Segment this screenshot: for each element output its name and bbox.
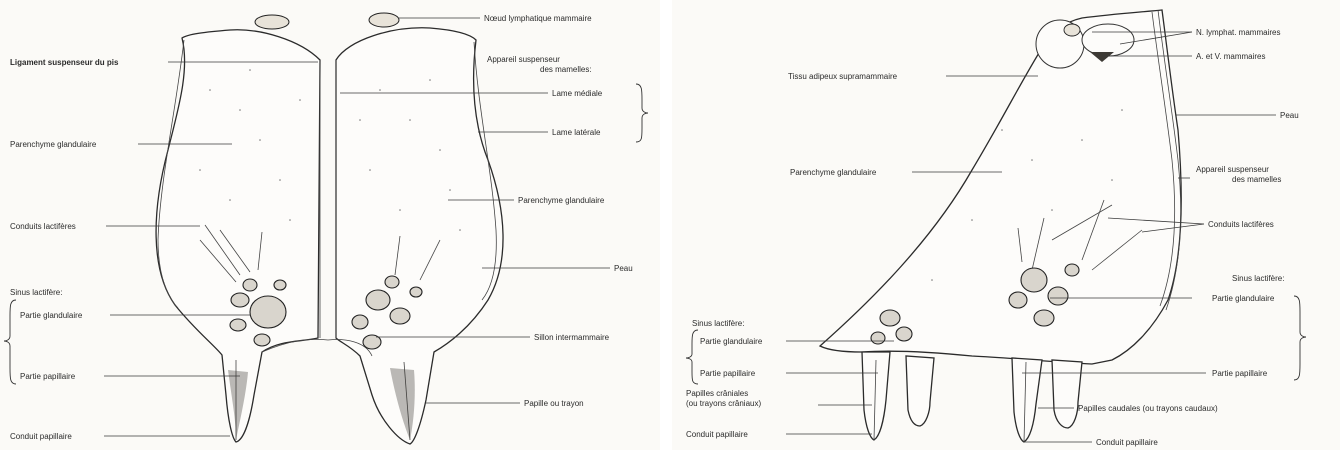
label-papilles-caudales: Papilles caudales (ou trayons caudaux) bbox=[1078, 404, 1218, 413]
label-partie-glandulaire-left: Partie glandulaire bbox=[700, 337, 763, 346]
label-peau: Peau bbox=[614, 264, 633, 273]
label-papilles-craniales-2: (ou trayons crâniaux) bbox=[686, 399, 761, 408]
lymph-node-small bbox=[1064, 24, 1080, 36]
label-parenchyme-lateral: Parenchyme glandulaire bbox=[790, 168, 877, 177]
label-appareil-lateral: Appareil suspenseur bbox=[1196, 165, 1269, 174]
label-partie-papillaire-left: Partie papillaire bbox=[700, 369, 756, 378]
label-tissu-adipeux: Tissu adipeux supramammaire bbox=[788, 72, 898, 81]
label-conduit-papillaire-right: Conduit papillaire bbox=[1096, 438, 1158, 447]
panel-divider bbox=[660, 0, 672, 450]
label-conduits-lateral: Conduits lactifères bbox=[1208, 220, 1274, 229]
label-lame-laterale: Lame latérale bbox=[552, 128, 601, 137]
label-ligament-suspenseur: Ligament suspenseur du pis bbox=[10, 58, 119, 67]
label-conduits-lactiferes: Conduits lactifères bbox=[10, 222, 76, 231]
right-udder-half bbox=[336, 28, 503, 444]
transverse-section-drawing: Nœud lymphatique mammaire Ligament suspe… bbox=[0, 0, 660, 450]
label-parenchyme-right: Parenchyme glandulaire bbox=[518, 196, 605, 205]
label-partie-papillaire: Partie papillaire bbox=[20, 372, 76, 381]
label-conduit-papillaire: Conduit papillaire bbox=[10, 432, 72, 441]
label-lame-mediale: Lame médiale bbox=[552, 89, 603, 98]
label-appareil-lateral-2: des mamelles bbox=[1232, 175, 1281, 184]
lymph-node-right bbox=[369, 13, 399, 27]
brace-sinus-right bbox=[1294, 296, 1306, 380]
label-papille-trayon: Papille ou trayon bbox=[524, 399, 584, 408]
label-parenchyme-left: Parenchyme glandulaire bbox=[10, 140, 97, 149]
udder-lateral-body bbox=[820, 10, 1181, 364]
label-n-lymphat: N. lymphat. mammaires bbox=[1196, 28, 1280, 37]
label-sinus-left-lateral: Sinus lactifère: bbox=[692, 319, 744, 328]
label-conduit-papillaire-left: Conduit papillaire bbox=[686, 430, 748, 439]
label-papilles-craniales: Papilles crâniales bbox=[686, 389, 748, 398]
label-sillon-intermammaire: Sillon intermammaire bbox=[534, 333, 610, 342]
lateral-section-panel: N. lymphat. mammaires A. et V. mammaires… bbox=[672, 0, 1340, 450]
lymph-node-lateral bbox=[1082, 24, 1134, 56]
caudal-teat-front bbox=[1012, 358, 1042, 442]
brace-sinus-left-lateral bbox=[686, 330, 698, 384]
label-partie-glandulaire: Partie glandulaire bbox=[20, 311, 83, 320]
label-appareil-suspenseur: Appareil suspenseur bbox=[487, 55, 560, 64]
brace-appareil bbox=[636, 84, 648, 142]
caudal-teat-back bbox=[1052, 360, 1082, 428]
cranial-teat-back bbox=[906, 356, 934, 426]
transverse-section-panel: Nœud lymphatique mammaire Ligament suspe… bbox=[0, 0, 660, 450]
label-sinus-right: Sinus lactifère: bbox=[1232, 274, 1284, 283]
label-peau-lateral: Peau bbox=[1280, 111, 1299, 120]
label-a-v-mammaires: A. et V. mammaires bbox=[1196, 52, 1266, 61]
label-partie-glandulaire-right: Partie glandulaire bbox=[1212, 294, 1275, 303]
label-noeud-lymphatique: Nœud lymphatique mammaire bbox=[484, 14, 592, 23]
label-partie-papillaire-right: Partie papillaire bbox=[1212, 369, 1268, 378]
label-sinus-lactifere: Sinus lactifère: bbox=[10, 288, 62, 297]
lymph-node-left bbox=[255, 15, 289, 29]
lateral-section-drawing: N. lymphat. mammaires A. et V. mammaires… bbox=[672, 0, 1340, 450]
label-appareil-suspenseur-2: des mamelles: bbox=[540, 65, 592, 74]
brace-sinus-left bbox=[4, 300, 16, 384]
